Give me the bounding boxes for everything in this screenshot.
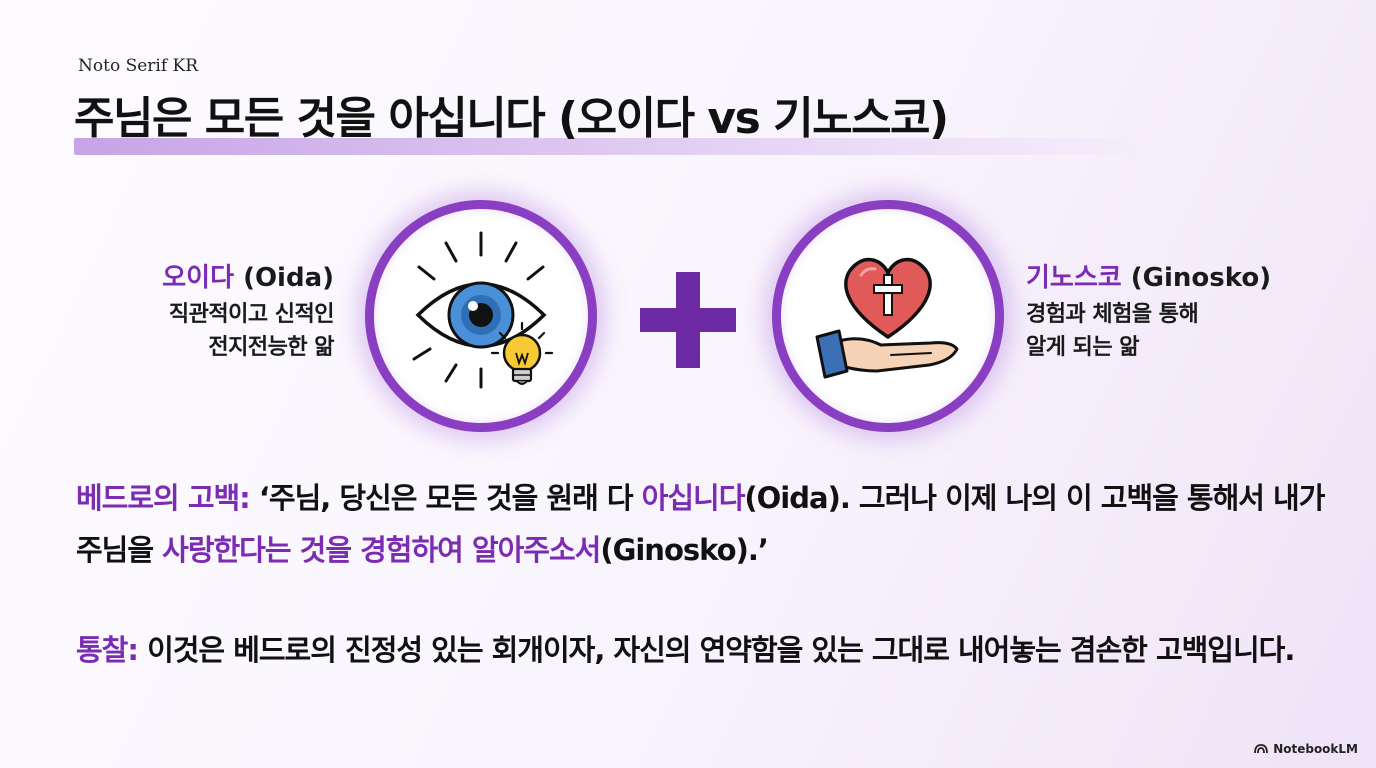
quote-highlight-2: 사랑한다는 것을 경험하여 알아주소서 [162, 533, 601, 567]
ginosko-text-block: 기노스코 (Ginosko) 경험과 체험을 통해 알게 되는 앎 [1026, 258, 1271, 364]
oida-desc-line1: 직관적이고 신적인 [168, 302, 335, 327]
quote-highlight-1: 아십니다 [641, 481, 746, 515]
heart-cross-hand-icon [815, 257, 959, 379]
eye-lightbulb-icon [412, 231, 554, 389]
page-title: 주님은 모든 것을 아십니다 (오이다 vs 기노스코) [74, 93, 949, 144]
insight-label: 통찰: [76, 633, 139, 667]
oida-text-block: 오이다 (Oida) 직관적이고 신적인 전지전능한 앎 [162, 258, 334, 364]
oida-circle [365, 200, 597, 432]
peter-confession: 베드로의 고백: ‘주님, 당신은 모든 것을 원래 다 아십니다(Oida).… [76, 472, 1326, 576]
ginosko-desc-line2: 알게 되는 앎 [1026, 335, 1140, 360]
plus-icon [640, 272, 736, 368]
quote-part-1: ‘주님, 당신은 모든 것을 원래 다 [249, 481, 642, 515]
oida-desc-line2: 전지전능한 앎 [208, 335, 334, 360]
notebooklm-logo-icon [1254, 744, 1269, 754]
quote-part-3: (Ginosko).’ [600, 533, 769, 567]
quote-label: 베드로의 고백: [76, 481, 251, 515]
insight-text: 이것은 베드로의 진정성 있는 회개이자, 자신의 연약함을 있는 그대로 내어… [137, 633, 1295, 667]
ginosko-circle [772, 200, 1004, 432]
oida-term-en: (Oida) [243, 263, 334, 293]
title-block: 주님은 모든 것을 아십니다 (오이다 vs 기노스코) [74, 82, 1224, 158]
insight: 통찰: 이것은 베드로의 진정성 있는 회개이자, 자신의 연약함을 있는 그대… [76, 626, 1326, 674]
title-highlight [74, 138, 1134, 155]
notebooklm-watermark: NotebookLM [1254, 742, 1358, 756]
font-label: Noto Serif KR [78, 56, 199, 76]
brand-name: NotebookLM [1273, 742, 1358, 756]
ginosko-desc-line1: 경험과 체험을 통해 [1026, 302, 1199, 327]
ginosko-term-en: (Ginosko) [1130, 263, 1272, 293]
oida-heading: 오이다 (Oida) [162, 258, 334, 298]
ginosko-heading: 기노스코 (Ginosko) [1026, 258, 1271, 298]
quote-part-2: (Oida). 그러나 이제 나의 이 고백을 통해서 내가 주님을 [76, 481, 1325, 567]
oida-term: 오이다 [162, 263, 234, 293]
ginosko-term: 기노스코 [1026, 263, 1122, 293]
